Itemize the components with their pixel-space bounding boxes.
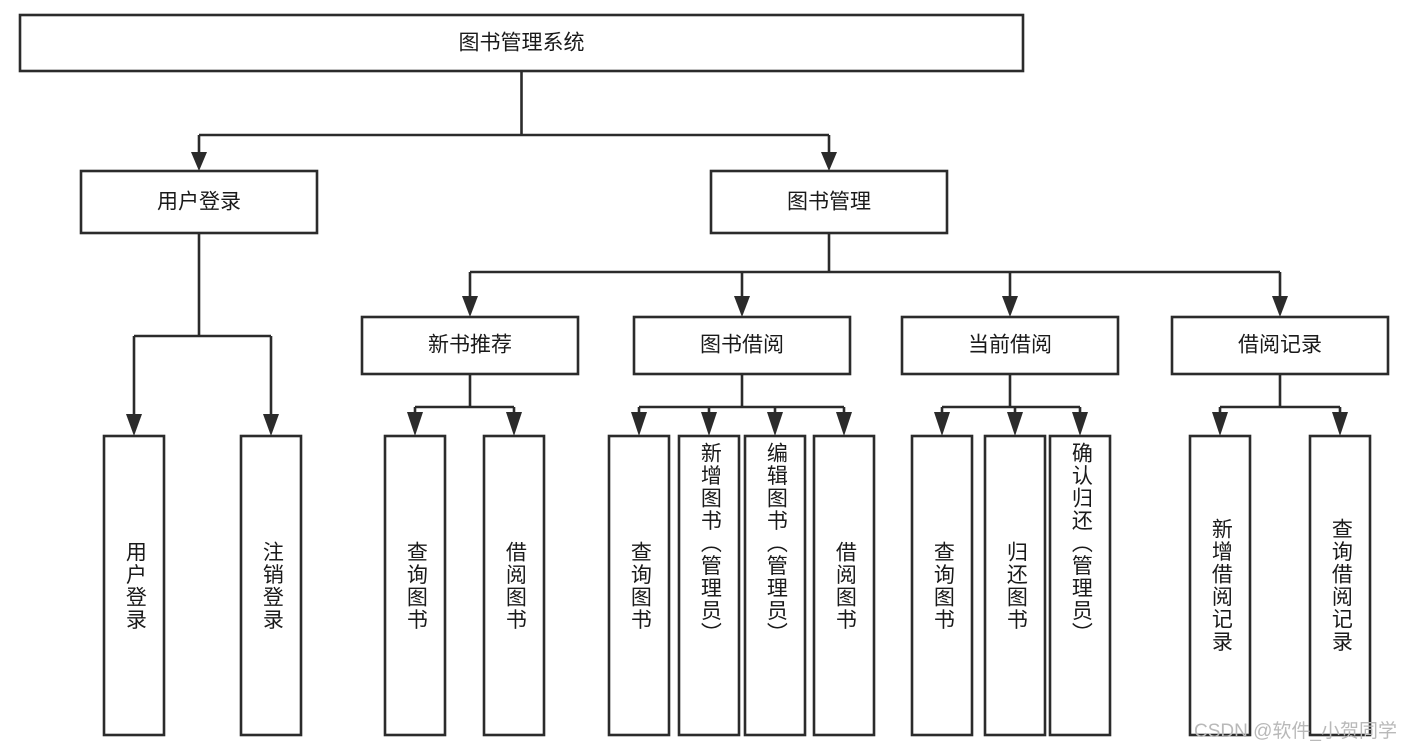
node-leaf-add-borrow-record-box[interactable]	[1188, 434, 1252, 737]
arrow-head-leaf-query-book-recommend	[407, 412, 423, 436]
node-current-borrow[interactable]: 当前借阅	[900, 315, 1120, 376]
node-book-borrow-label: 图书借阅	[700, 334, 784, 357]
node-book-borrow[interactable]: 图书借阅	[632, 315, 852, 376]
node-leaf-return-book-box[interactable]	[983, 434, 1047, 737]
arrow-head-user-login	[191, 152, 207, 171]
arrow-head-leaf-logout	[263, 414, 279, 436]
arrow-head-leaf-query-borrow-record	[1332, 412, 1348, 436]
leaf-box-group	[102, 434, 1372, 737]
arrow-head-leaf-query-book-borrow	[631, 412, 647, 436]
node-leaf-edit-book-box[interactable]	[743, 434, 807, 737]
node-user-login-box[interactable]	[79, 169, 319, 235]
node-leaf-add-book-box[interactable]	[677, 434, 741, 737]
arrow-head-leaf-edit-book	[767, 412, 783, 436]
node-borrow-record-label: 借阅记录	[1238, 334, 1322, 357]
node-book-borrow-box[interactable]	[632, 315, 852, 376]
node-book-manage[interactable]: 图书管理	[709, 169, 949, 235]
arrow-head-leaf-add-book	[701, 412, 717, 436]
node-root-label: 图书管理系统	[459, 32, 585, 55]
node-new-book-recommend-box[interactable]	[360, 315, 580, 376]
node-user-login-label: 用户登录	[157, 191, 241, 214]
node-new-book-recommend[interactable]: 新书推荐	[360, 315, 580, 376]
arrow-head-book-borrow	[734, 296, 750, 317]
node-root-box[interactable]	[18, 13, 1025, 73]
node-leaf-logout-box[interactable]	[239, 434, 303, 737]
arrow-head-new-book-recommend	[462, 296, 478, 317]
node-leaf-borrow-book-recommend-box[interactable]	[482, 434, 546, 737]
node-leaf-query-book-current-box[interactable]	[910, 434, 974, 737]
arrow-head-leaf-confirm-return	[1072, 412, 1088, 436]
connector-group	[126, 71, 1348, 436]
arrow-head-book-manage	[821, 152, 837, 171]
node-leaf-borrow-book-box[interactable]	[812, 434, 876, 737]
arrow-head-current-borrow	[1002, 296, 1018, 317]
node-root[interactable]: 图书管理系统	[18, 13, 1025, 73]
arrow-head-leaf-return-book	[1007, 412, 1023, 436]
arrow-head-leaf-add-borrow-record	[1212, 412, 1228, 436]
arrow-head-leaf-user-login	[126, 414, 142, 436]
node-book-manage-label: 图书管理	[787, 191, 871, 214]
watermark-text: CSDN @软件_小贺同学	[1194, 721, 1397, 742]
node-book-manage-box[interactable]	[709, 169, 949, 235]
node-leaf-query-borrow-record-box[interactable]	[1308, 434, 1372, 737]
node-leaf-confirm-return-box[interactable]	[1048, 434, 1112, 737]
arrow-head-borrow-record	[1272, 296, 1288, 317]
arrow-head-leaf-borrow-book-recommend	[506, 412, 522, 436]
node-user-login[interactable]: 用户登录	[79, 169, 319, 235]
node-leaf-query-book-borrow-box[interactable]	[607, 434, 671, 737]
node-leaf-user-login-box[interactable]	[102, 434, 166, 737]
arrow-head-leaf-query-book-current	[934, 412, 950, 436]
node-current-borrow-label: 当前借阅	[968, 334, 1052, 357]
node-borrow-record[interactable]: 借阅记录	[1170, 315, 1390, 376]
node-borrow-record-box[interactable]	[1170, 315, 1390, 376]
arrow-head-leaf-borrow-book	[836, 412, 852, 436]
node-new-book-recommend-label: 新书推荐	[428, 334, 512, 357]
node-current-borrow-box[interactable]	[900, 315, 1120, 376]
node-leaf-query-book-recommend-box[interactable]	[383, 434, 447, 737]
